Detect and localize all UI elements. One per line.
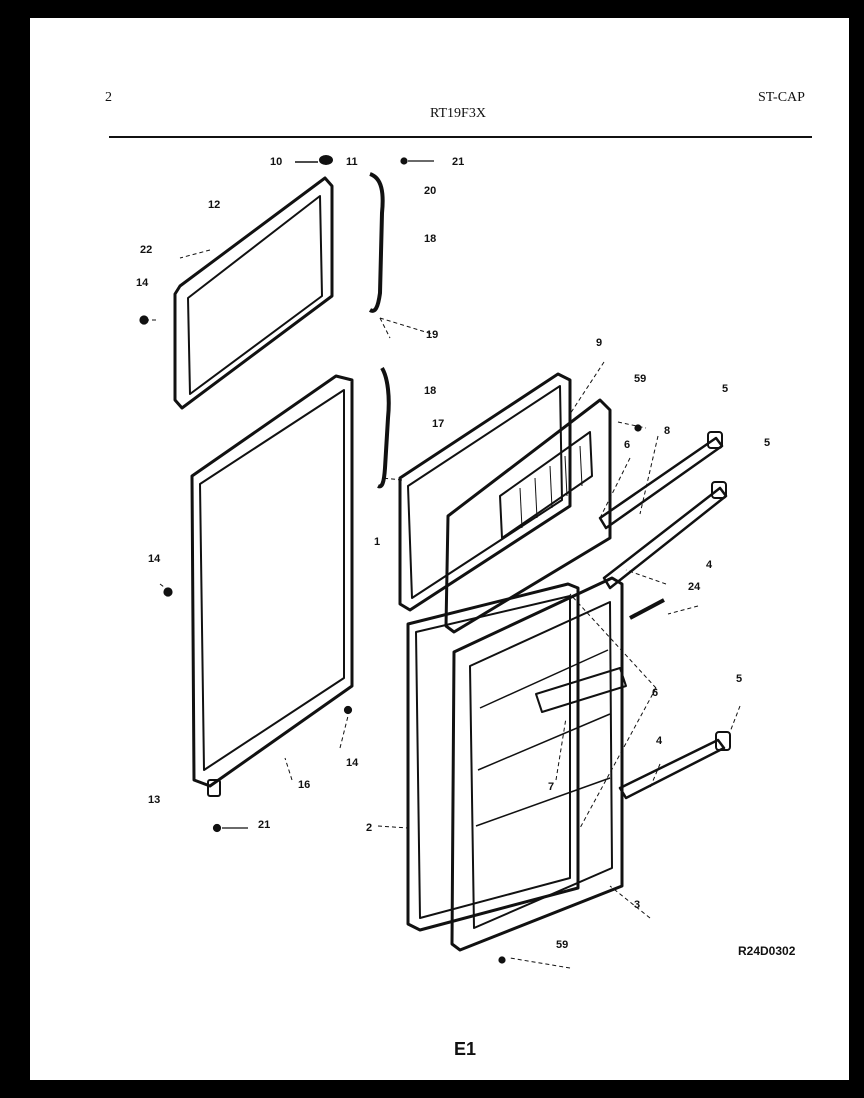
drawing-id: R24D0302 — [738, 944, 796, 958]
freezer-gasket — [398, 372, 572, 612]
callout-12: 12 — [208, 199, 221, 211]
callout-2: 2 — [366, 822, 373, 834]
callout-18: 18 — [424, 233, 437, 245]
callout-3: 3 — [634, 899, 641, 911]
callout-59: 59 — [634, 373, 647, 385]
parts-sheet: 2 RT19F3X ST-CAP 10 11 21 20 12 22 14 18… — [30, 18, 849, 1080]
callout-6: 6 — [624, 439, 631, 451]
callout-19: 19 — [426, 329, 439, 341]
callout-13: 13 — [148, 794, 161, 806]
freezer-door-frame — [173, 176, 334, 410]
callout-7: 7 — [548, 781, 555, 793]
freezer-shelf-rails — [598, 431, 728, 590]
callout-1: 1 — [374, 536, 381, 548]
callout-11: 11 — [346, 156, 358, 168]
freezer-handle-strip — [368, 172, 385, 313]
model-number: RT19F3X — [430, 106, 486, 121]
exploded-door-diagram — [109, 136, 812, 969]
fresh-food-shelf-rail — [618, 731, 731, 800]
section-label: E1 — [454, 1039, 477, 1059]
fresh-food-handle-strip — [377, 366, 391, 489]
callout-5: 5 — [722, 383, 729, 395]
callout-24: 24 — [688, 581, 701, 593]
callout-17: 17 — [432, 418, 445, 430]
spacer-bar — [629, 598, 665, 620]
callout-21: 21 — [452, 156, 465, 168]
callout-59-bottom: 59 — [556, 939, 569, 951]
bottom-hinge — [207, 779, 221, 797]
leader-lines — [148, 249, 741, 969]
callout-4-b: 4 — [656, 735, 663, 747]
callout-14-right: 14 — [346, 757, 359, 769]
freezer-inner-liner — [444, 398, 612, 634]
callout-14-left: 14 — [148, 553, 161, 565]
callout-5-c: 5 — [736, 673, 743, 685]
callout-22: 22 — [140, 244, 153, 256]
callout-10: 10 — [270, 156, 283, 168]
freezer-hinge-cap — [295, 155, 333, 165]
page-number: 2 — [105, 90, 112, 105]
callout-6-b: 6 — [652, 687, 659, 699]
callout-14: 14 — [136, 277, 149, 289]
screws — [139, 157, 642, 964]
fresh-food-inner-liner — [450, 576, 627, 952]
fresh-food-gasket — [406, 582, 580, 932]
callout-4: 4 — [706, 559, 713, 571]
callout-18-lower: 18 — [424, 385, 437, 397]
fresh-food-door-frame — [190, 374, 354, 788]
catalog-code: ST-CAP — [758, 90, 805, 105]
callout-8: 8 — [664, 425, 671, 437]
callout-21-bottom: 21 — [258, 819, 271, 831]
callout-9: 9 — [596, 337, 603, 349]
callout-5-b: 5 — [764, 437, 771, 449]
callout-20: 20 — [424, 185, 437, 197]
callout-16: 16 — [298, 779, 311, 791]
